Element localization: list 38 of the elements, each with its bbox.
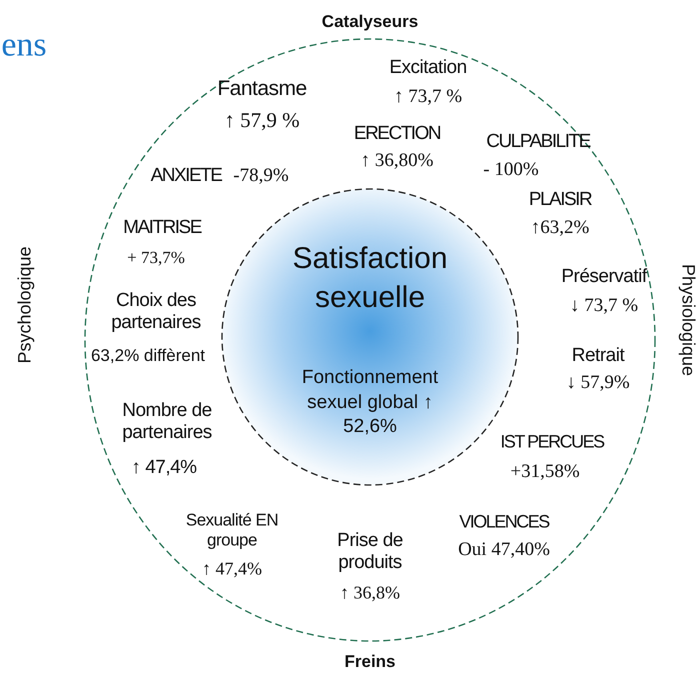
factor-name: Sexualité EN groupe (184, 510, 280, 550)
outer-dashed-circle (84, 38, 656, 642)
factor-value: ↑ 73,7 % (394, 86, 462, 108)
factor-name: Prise de produits (336, 530, 404, 574)
factor-value: ↓ 73,7 % (570, 295, 638, 317)
factor-name: PLAISIR (528, 189, 592, 211)
factor-value: ↑ 47,4% (202, 558, 262, 580)
factor-name: Préservatif (561, 266, 647, 288)
center-title: Satisfaction sexuelle (291, 241, 449, 316)
factor-name: Nombre de partenaires (121, 400, 213, 444)
factor-value: ↑ 47,4% (131, 457, 197, 479)
title-fragment: ens (1, 25, 47, 65)
factor-value: ↑ 36,8% (340, 582, 400, 604)
center-subtitle: Fonctionnement sexuel global ↑ 52,6% (300, 366, 440, 440)
factor-name: VIOLENCES (459, 512, 549, 532)
category-heading: Psychologique (14, 246, 36, 364)
factor-value: ↓ 57,9% (566, 372, 630, 394)
factor-value: -78,9% (233, 165, 289, 187)
factor-value: ↑ 36,80% (360, 150, 434, 172)
factor-name: CULPABILITE (486, 131, 590, 153)
factor-value: - 100% (483, 159, 539, 181)
factor-name: ANXIETE (150, 165, 222, 187)
factor-value: +31,58% (510, 461, 580, 483)
factor-name: MAITRISE (123, 217, 201, 239)
category-heading: Freins (344, 652, 396, 672)
factor-name: ERECTION (354, 123, 440, 145)
factor-value: ↑63,2% (530, 217, 590, 239)
factor-name: Retrait (572, 345, 624, 367)
factor-value: 63,2% diffèrent (90, 346, 206, 366)
factor-value: Oui 47,40% (458, 539, 550, 561)
factor-name: IST PERCUES (500, 432, 604, 452)
category-heading: Catalyseurs (322, 12, 418, 32)
factor-value: + 73,7% (127, 248, 185, 268)
factor-name: Choix des partenaires (110, 290, 202, 334)
factor-value: ↑ 57,9 % (224, 108, 300, 132)
factor-name: Fantasme (217, 76, 307, 102)
factor-name: Excitation (389, 57, 467, 79)
category-heading: Physiologique (678, 264, 698, 376)
